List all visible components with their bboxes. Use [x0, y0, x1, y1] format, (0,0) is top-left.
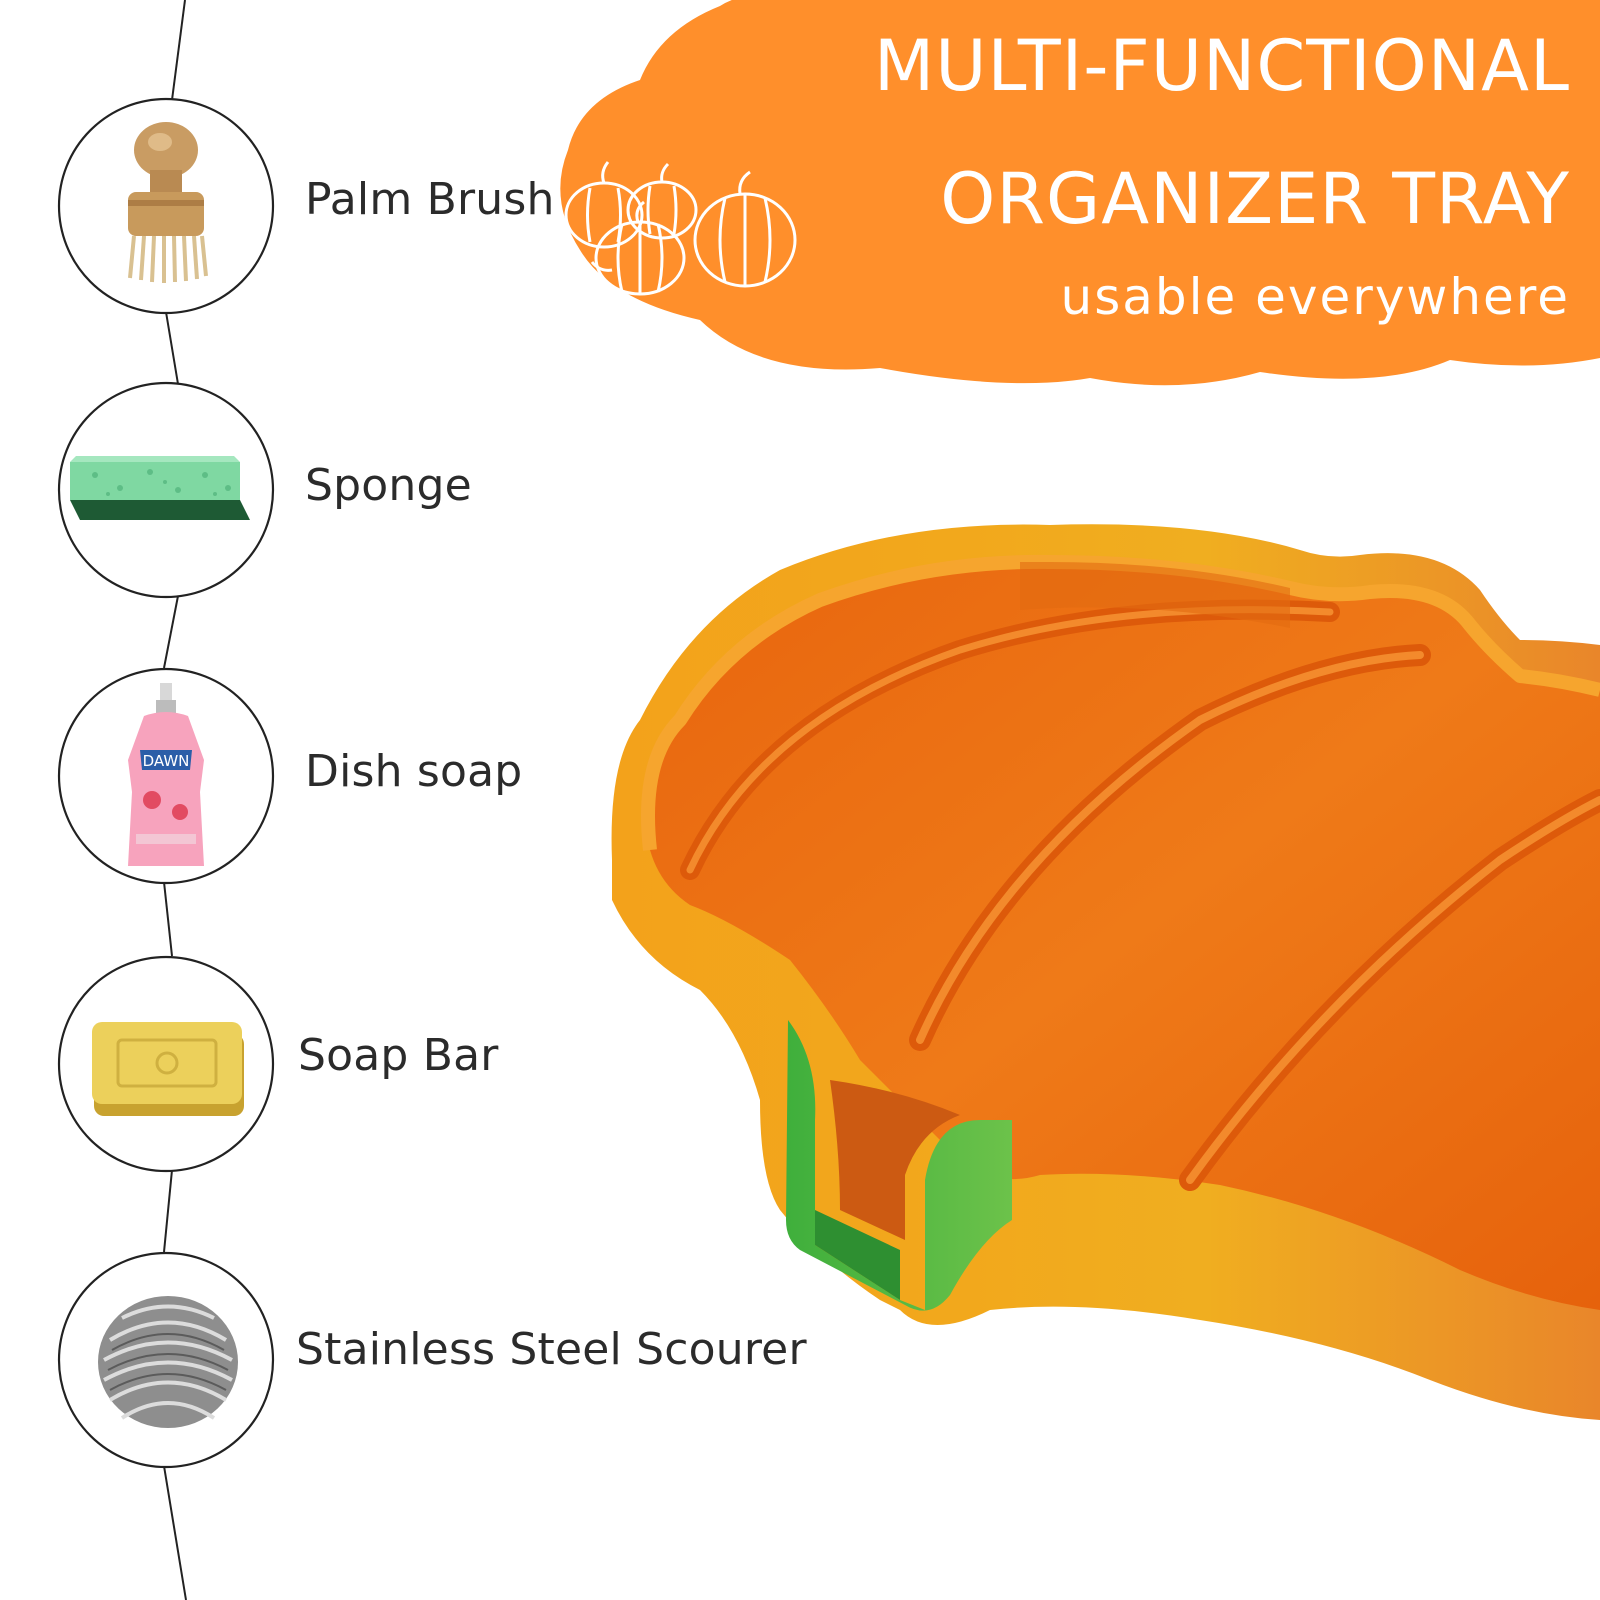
soap-bar-icon — [92, 1022, 244, 1116]
chain-line — [163, 595, 179, 669]
item-label-soap-bar: Soap Bar — [298, 1030, 499, 1081]
title-line-1: MULTI-FUNCTIONAL — [873, 25, 1570, 107]
title-line-2: ORGANIZER TRAY — [940, 158, 1570, 240]
palm-brush-icon — [128, 122, 208, 283]
dish-soap-icon: DAWN — [128, 683, 204, 866]
orange-cloud-shape — [560, 0, 1600, 386]
item-label-palm-brush: Palm Brush — [305, 174, 555, 225]
chain-line — [171, 0, 186, 101]
item-label-sponge: Sponge — [305, 460, 472, 511]
tray-inner-bowl — [648, 561, 1600, 1310]
chain-line — [163, 1465, 187, 1600]
chain-line — [163, 1169, 173, 1253]
soap-brand-text: DAWN — [143, 752, 190, 770]
sponge-icon — [70, 456, 250, 520]
chain-line — [163, 881, 173, 957]
pumpkin-doodle-icon — [564, 161, 797, 296]
chain-line — [165, 311, 179, 385]
item-label-steel-scourer: Stainless Steel Scourer — [296, 1324, 807, 1375]
item-label-dish-soap: Dish soap — [305, 746, 523, 797]
steel-scourer-icon — [98, 1296, 238, 1428]
subtitle: usable everywhere — [1060, 268, 1570, 326]
tray-green-spout — [786, 1020, 1012, 1311]
